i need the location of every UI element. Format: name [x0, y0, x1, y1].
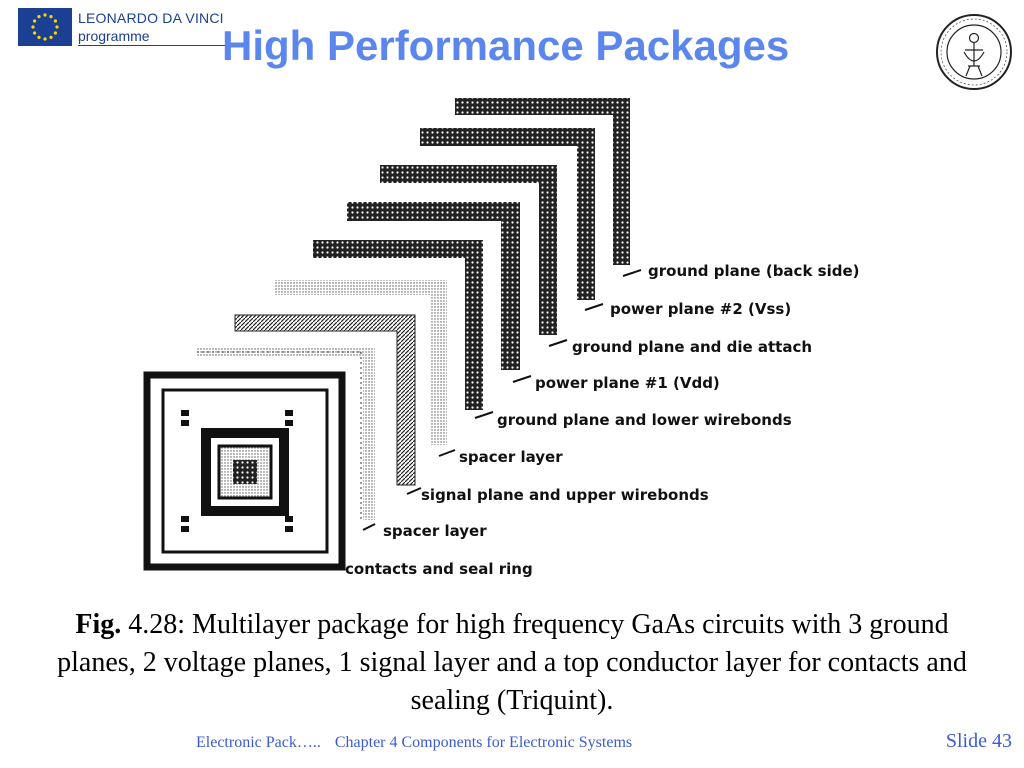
caption-text: 4.28: Multilayer package for high freque… [57, 609, 967, 716]
package-layers-drawing [143, 98, 642, 571]
university-seal-icon [934, 12, 1014, 92]
label-spacer-layer-upper: spacer layer [459, 448, 563, 466]
label-power-plane-2: power plane #2 (Vss) [610, 300, 792, 318]
label-ground-plane-back-side: ground plane (back side) [648, 262, 860, 280]
layer-ground-plane-back-side [455, 98, 630, 265]
layer-contacts-seal-ring [143, 371, 346, 571]
figure-caption: Fig. 4.28: Multilayer package for high f… [40, 606, 984, 720]
logo-rule [78, 45, 238, 46]
logo-name: LEONARDO DA VINCI [78, 10, 224, 26]
label-ground-plane-die-attach: ground plane and die attach [572, 338, 813, 356]
label-contacts-seal-ring: contacts and seal ring [345, 560, 533, 578]
layer-ground-plane-lower-wirebonds [313, 240, 483, 410]
caption-fig-label: Fig. [75, 609, 122, 640]
eu-flag-icon [18, 8, 72, 46]
layer-power-plane-1 [347, 202, 520, 370]
label-spacer-layer-lower: spacer layer [383, 522, 487, 540]
label-ground-plane-lower-wirebonds: ground plane and lower wirebonds [497, 411, 792, 429]
slide-title: High Performance Packages [222, 22, 790, 69]
leonardo-logo: LEONARDO DA VINCI programme [18, 8, 238, 46]
layer-ground-plane-die-attach [380, 165, 557, 335]
multilayer-package-figure: ground plane (back side) power plane #2 … [125, 90, 885, 590]
logo-subtitle: programme [78, 28, 150, 44]
slide-number: Slide 43 [945, 730, 1012, 752]
label-signal-plane: signal plane and upper wirebonds [421, 486, 709, 504]
label-power-plane-1: power plane #1 (Vdd) [535, 374, 720, 392]
footer-course: Electronic Pack….. [196, 734, 321, 751]
layer-spacer-lower [197, 348, 375, 520]
layer-power-plane-2 [420, 128, 595, 300]
leader-lines [334, 269, 642, 569]
footer: Electronic Pack….. Chapter 4 Components f… [196, 734, 632, 752]
layer-signal-plane [234, 314, 416, 486]
footer-chapter: Chapter 4 Components for Electronic Syst… [334, 734, 633, 751]
